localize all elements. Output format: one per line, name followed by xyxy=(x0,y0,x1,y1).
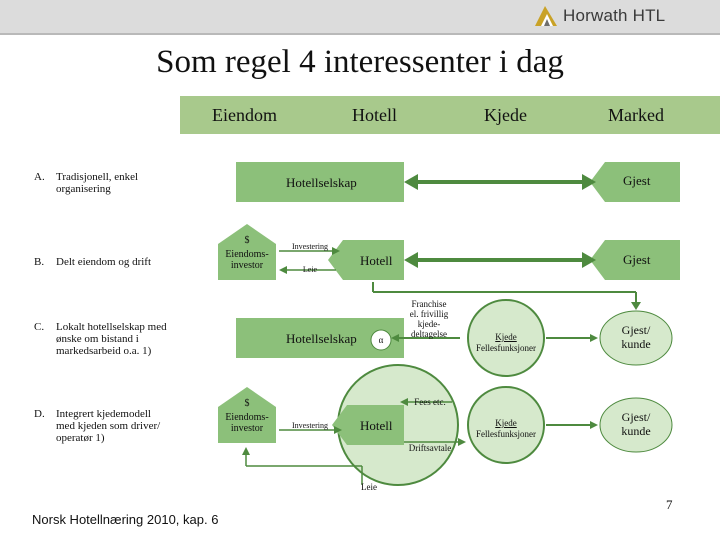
brand-name: Horwath HTL xyxy=(563,6,666,25)
row-d-hotel-shape xyxy=(332,405,404,445)
b-to-c-connector xyxy=(372,282,641,310)
row-b-arrows xyxy=(279,247,340,274)
row-d-investering-arrow xyxy=(279,426,342,434)
row-d-leie-label: Leie xyxy=(361,482,377,492)
row-c-alpha-label: α xyxy=(378,335,384,345)
page-number: 7 xyxy=(666,497,673,512)
row-letter-d: D. xyxy=(34,408,45,420)
row-b-guest-arrow xyxy=(590,240,680,280)
row-c-hotel-shape xyxy=(236,318,404,358)
row-b-dollar-label: $ xyxy=(244,235,250,246)
row-text-c: Lokalt hotellselskap med ønske om bistan… xyxy=(56,321,167,357)
row-d-fellesfunksjoner-label: Fellesfunksjoner xyxy=(476,429,536,439)
top-band xyxy=(0,0,720,33)
horwath-logo-icon xyxy=(535,6,557,26)
row-d-investor-label: Eiendoms- investor xyxy=(225,412,269,434)
row-text-d: Integrert kjedemodell med kjeden som dri… xyxy=(56,408,161,444)
row-d-guest-ellipse xyxy=(599,397,673,453)
column-header-kjede: Kjede xyxy=(484,105,527,125)
row-d-hotel-label: Hotell xyxy=(360,418,393,433)
row-a-hotel-label: Hotellselskap xyxy=(286,175,357,190)
row-c-alpha-circle xyxy=(370,329,392,351)
row-c-arrow-left xyxy=(391,334,460,342)
footer-source: Norsk Hotellnæring 2010, kap. 6 xyxy=(32,512,219,527)
row-d-fees-arrow xyxy=(400,398,452,406)
row-b-guest-label: Gjest xyxy=(623,252,651,267)
brand-logo: Horwath HTL xyxy=(533,4,665,28)
row-b-double-arrow xyxy=(404,252,596,268)
column-header-marked: Marked xyxy=(608,105,664,125)
row-d-kjede-label: Kjede xyxy=(495,418,517,428)
row-c-fellesfunksjoner-label: Fellesfunksjoner xyxy=(476,343,536,353)
row-c-franchise-label: Franchise el. frivillig kjede- deltagels… xyxy=(409,299,449,339)
row-d-investering-label: Investering xyxy=(292,421,328,430)
row-label-c: C. Lokalt hotellselskap med ønske om bis… xyxy=(34,321,174,361)
row-b-investor-shape xyxy=(218,224,276,280)
row-a-hotel-shape xyxy=(236,162,404,202)
row-a-double-arrow xyxy=(404,174,596,190)
column-header-eiendom: Eiendom xyxy=(212,105,277,125)
row-d-driftsavtale-arrow xyxy=(404,438,466,446)
row-d-investor-shape xyxy=(218,387,276,443)
row-letter-c: C. xyxy=(34,321,45,333)
row-c-guest-label: Gjest/ kunde xyxy=(621,323,651,351)
row-text-a: Tradisjonell, enkel organisering xyxy=(56,171,139,195)
row-b-leie-label: Leie xyxy=(302,265,318,274)
page-title: Som regel 4 interessenter i dag xyxy=(156,44,564,80)
row-d-kjede-circle xyxy=(467,386,545,464)
row-b-hotel-shape xyxy=(328,240,404,280)
row-letter-b: B. xyxy=(34,256,45,268)
row-c-kjede-circle xyxy=(467,299,545,377)
row-b-hotel-label: Hotell xyxy=(360,253,393,268)
column-header-band xyxy=(180,96,720,134)
row-d-dollar-label: $ xyxy=(244,398,250,409)
row-d-guest-label: Gjest/ kunde xyxy=(621,410,651,438)
row-b-investering-label: Investering xyxy=(292,242,328,251)
row-c-guest-ellipse xyxy=(599,310,673,366)
row-label-d: D. Integrert kjedemodell med kjeden som … xyxy=(34,408,174,448)
row-d-fees-label: Fees etc. xyxy=(414,397,446,407)
top-divider xyxy=(0,33,720,35)
row-c-arrow-right xyxy=(546,334,598,342)
row-d-leie-arrow xyxy=(242,447,363,485)
row-label-b: B. Delt eiendom og drift xyxy=(34,256,174,276)
row-c-hotel-label: Hotellselskap xyxy=(286,331,357,346)
row-text-b: Delt eiendom og drift xyxy=(56,256,152,268)
row-letter-a: A. xyxy=(34,171,45,183)
row-c-kjede-label: Kjede xyxy=(495,332,517,342)
row-d-arrow-right xyxy=(546,421,598,429)
row-a-guest-label: Gjest xyxy=(623,173,651,188)
row-b-investor-label: Eiendoms- investor xyxy=(225,249,269,271)
row-a-guest-arrow xyxy=(590,162,680,202)
row-label-a: A. Tradisjonell, enkel organisering xyxy=(34,171,174,201)
column-header-hotell: Hotell xyxy=(352,105,397,125)
row-d-driftsavtale-label: Driftsavtale xyxy=(408,443,452,453)
